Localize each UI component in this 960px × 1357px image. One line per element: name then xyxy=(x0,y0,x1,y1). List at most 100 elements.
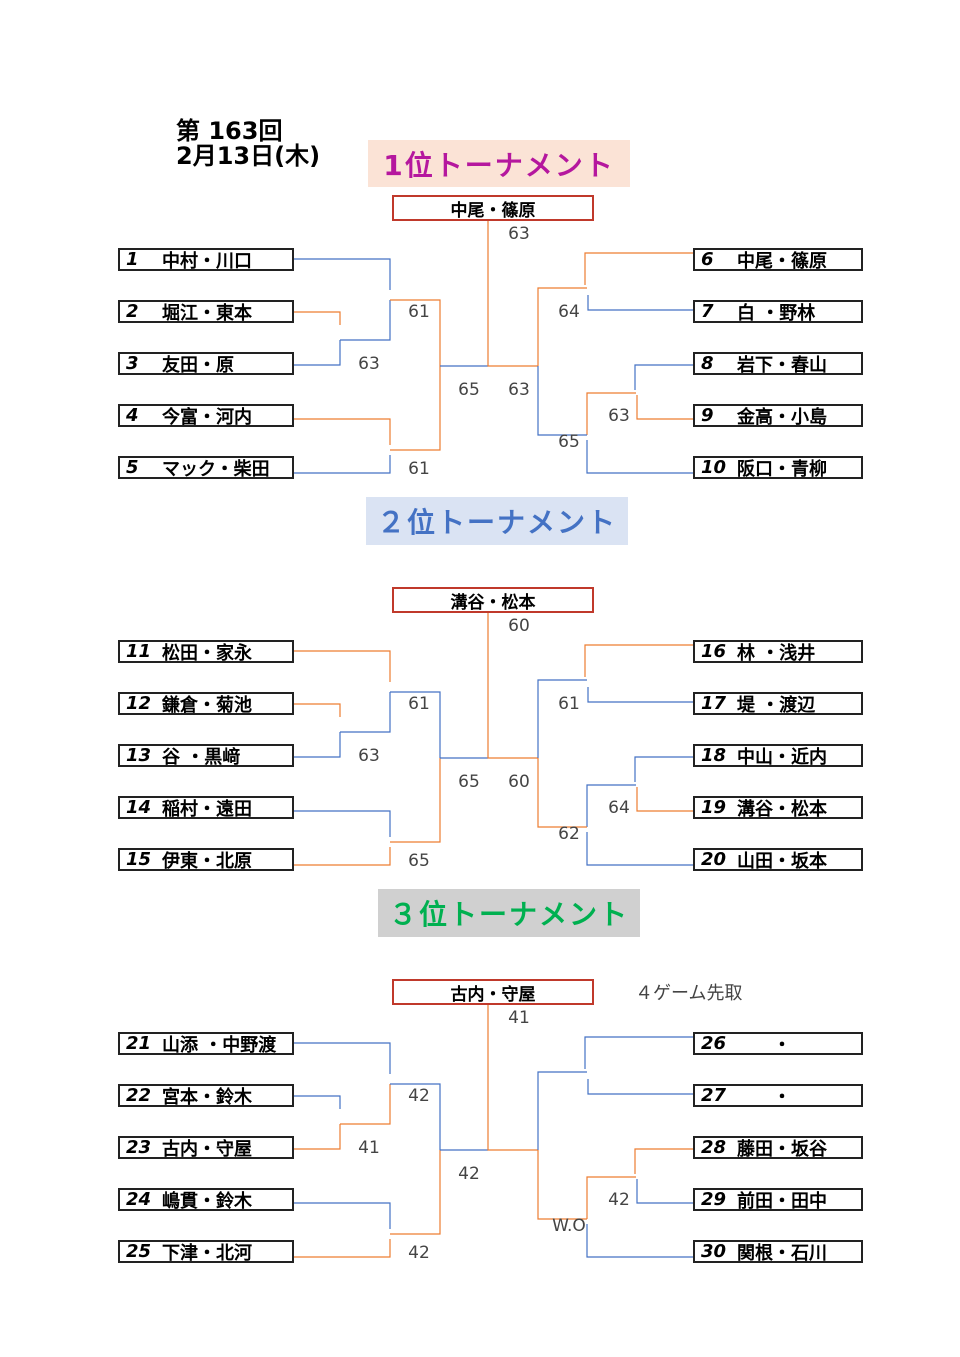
match-score: 42 xyxy=(458,1164,480,1184)
match-score: 64 xyxy=(558,302,580,322)
final-score: 63 xyxy=(508,224,530,244)
player-number: 15 xyxy=(126,849,152,870)
player-names: 古内・守屋 xyxy=(162,1138,252,1159)
bracket-connector xyxy=(586,784,636,827)
bracket-connector xyxy=(390,1083,441,1150)
match-score: 63 xyxy=(508,380,530,400)
player-number: 11 xyxy=(126,641,152,662)
player-number: 22 xyxy=(126,1085,152,1106)
player-names: 伊東・北原 xyxy=(162,850,252,871)
match-score: 65 xyxy=(458,380,480,400)
bracket-connector xyxy=(294,311,341,325)
player-slot: 10 阪口・青柳 xyxy=(693,456,863,479)
player-number: 10 xyxy=(701,457,727,478)
player-number: 25 xyxy=(126,1241,152,1262)
bracket-connector xyxy=(587,687,693,703)
player-names: ・ xyxy=(773,1034,791,1055)
player-slot: 7 白 ・野林 xyxy=(693,300,863,323)
player-number: 3 xyxy=(126,353,139,374)
bracket-connector xyxy=(586,1176,636,1219)
bracket-connector xyxy=(537,366,587,436)
player-names: 鎌倉・菊池 xyxy=(162,694,252,715)
final-score: 41 xyxy=(508,1008,530,1028)
round-number: 第 163回 xyxy=(176,117,283,145)
match-score: 61 xyxy=(408,302,430,322)
bracket-connector xyxy=(537,679,587,758)
player-number: 5 xyxy=(126,457,139,478)
match-score: 65 xyxy=(558,432,580,452)
match-score: 41 xyxy=(358,1138,380,1158)
match-score: 65 xyxy=(408,851,430,871)
bracket-connector xyxy=(294,258,391,290)
player-number: 9 xyxy=(701,405,714,426)
player-number: 2 xyxy=(126,301,139,322)
tournament-3-banner: ３位トーナメント xyxy=(378,889,640,937)
bracket-connector xyxy=(537,1071,587,1150)
match-score: 61 xyxy=(558,694,580,714)
bracket-connector xyxy=(340,1084,391,1125)
player-number: 14 xyxy=(126,797,152,818)
match-score: 61 xyxy=(408,459,430,479)
bracket-connector xyxy=(390,691,441,758)
tournament-1-winner: 中尾・篠原 xyxy=(392,195,594,221)
player-names: 松田・家永 xyxy=(162,642,252,663)
player-number: 1 xyxy=(126,249,139,270)
bracket-connector xyxy=(636,395,693,420)
bracket-connector xyxy=(584,644,693,677)
match-score: W.O xyxy=(552,1216,586,1236)
bracket-connector xyxy=(487,1005,538,1151)
rule-note: ４ゲーム先取 xyxy=(635,983,743,1004)
match-score: 63 xyxy=(358,746,380,766)
bracket-connector xyxy=(586,1224,693,1258)
player-names: 白 ・野林 xyxy=(737,302,816,323)
player-number: 16 xyxy=(701,641,727,662)
tournament-1-title: 1位トーナメント xyxy=(383,148,615,182)
player-number: 13 xyxy=(126,745,152,766)
match-score: 62 xyxy=(558,824,580,844)
bracket-connector xyxy=(634,364,693,390)
tournament-3-title: ３位トーナメント xyxy=(388,898,629,931)
bracket-connector xyxy=(294,1124,341,1150)
player-slot: 27・ xyxy=(693,1084,863,1107)
bracket-connector xyxy=(390,1150,441,1235)
match-score: 42 xyxy=(408,1243,430,1263)
bracket-connector xyxy=(294,650,391,682)
player-number: 18 xyxy=(701,745,727,766)
bracket-connector xyxy=(390,299,441,366)
bracket-connector xyxy=(636,787,693,812)
bracket-connector xyxy=(636,1179,693,1204)
bracket-connector xyxy=(487,613,538,759)
bracket-connector xyxy=(584,1036,693,1069)
player-names: 山田・坂本 xyxy=(737,850,827,871)
bracket-connector xyxy=(537,1150,587,1220)
match-score: 65 xyxy=(458,772,480,792)
tournament-2-title: ２位トーナメント xyxy=(376,506,617,539)
player-number: 26 xyxy=(701,1033,727,1054)
player-number: 17 xyxy=(701,693,727,714)
player-names: 阪口・青柳 xyxy=(737,458,827,479)
player-names: 中尾・篠原 xyxy=(737,250,827,271)
player-number: 20 xyxy=(701,849,727,870)
player-number: 30 xyxy=(701,1241,727,1262)
player-number: 7 xyxy=(701,301,714,322)
player-names: 今富・河内 xyxy=(162,406,252,427)
